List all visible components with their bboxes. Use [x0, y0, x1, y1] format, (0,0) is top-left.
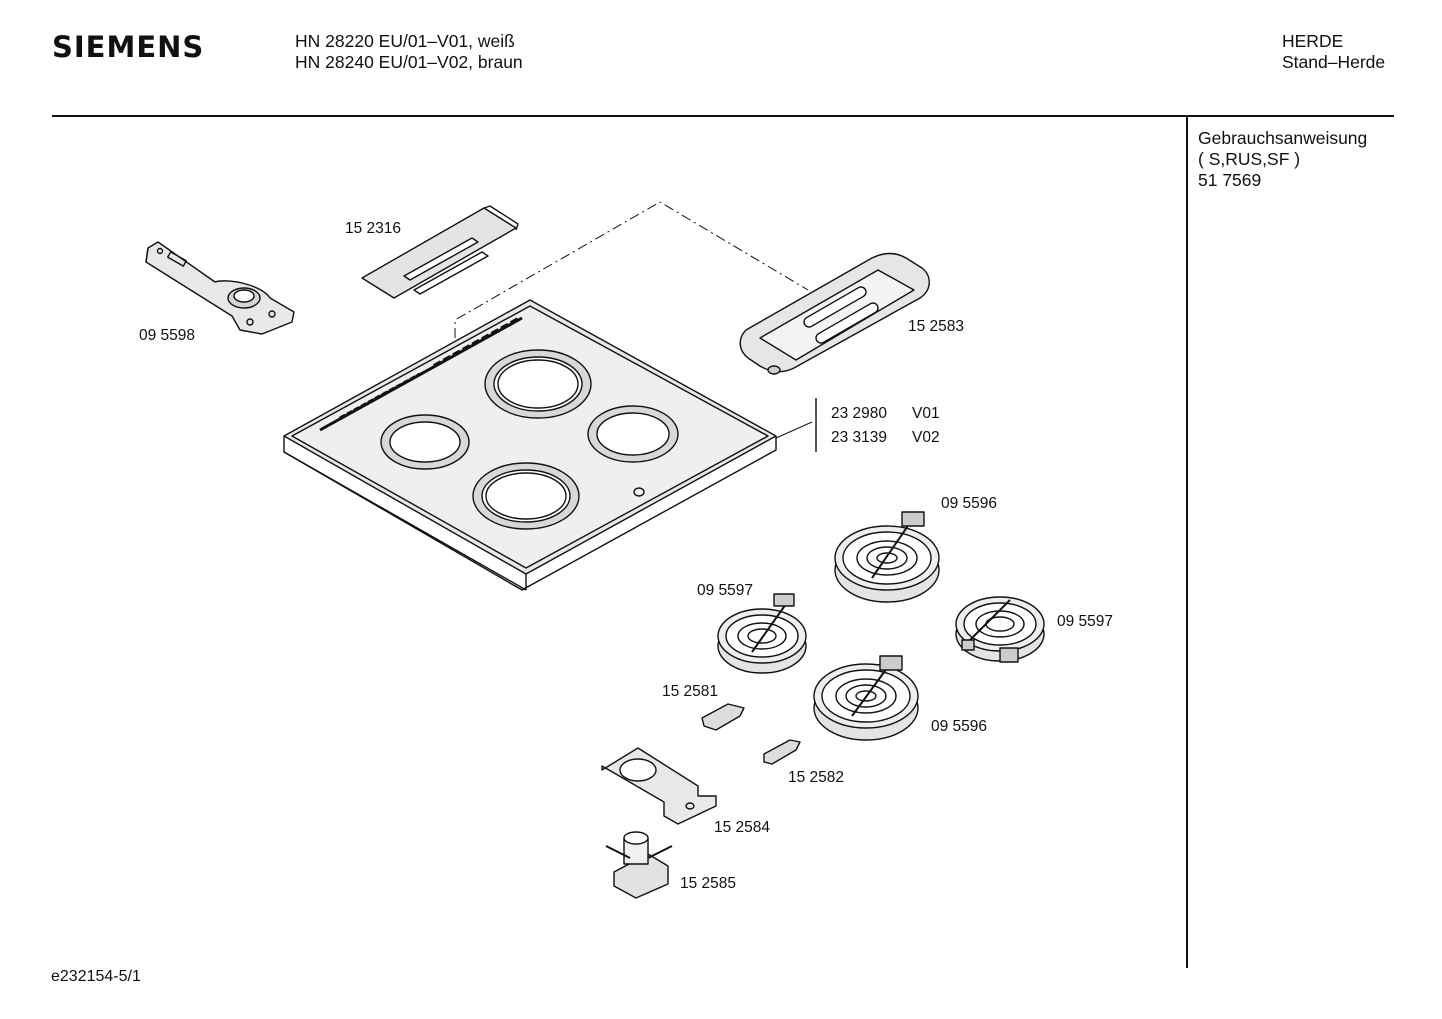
part-cooktop-glass — [283, 299, 813, 591]
part-label-095596-top: 09 5596 — [941, 495, 998, 512]
manual-title: Gebrauchsanweisung — [1198, 128, 1368, 148]
side-panel-divider — [1186, 116, 1188, 968]
variant-label-v01: V01 — [912, 405, 940, 422]
part-095598-bracket — [145, 241, 295, 335]
manual-number: 51 7569 — [1198, 170, 1262, 190]
part-095597-element-right — [955, 596, 1045, 663]
part-label-095596-bottom: 09 5596 — [931, 718, 988, 735]
brand-logo: SIEMENS — [52, 30, 205, 64]
part-label-152583: 15 2583 — [908, 318, 965, 335]
part-095596-element-top — [834, 511, 940, 603]
part-label-152585: 15 2585 — [680, 875, 737, 892]
part-095596-element-bottom — [813, 655, 919, 741]
part-152583-panel — [739, 252, 930, 375]
part-label-233139: 23 3139 — [831, 429, 888, 446]
manual-languages: ( S,RUS,SF ) — [1198, 149, 1301, 169]
part-label-152582: 15 2582 — [788, 769, 845, 786]
part-label-152316: 15 2316 — [345, 220, 402, 237]
part-152316-trim — [361, 205, 519, 299]
assembly-guide-line — [454, 201, 809, 338]
category-label: HERDE — [1282, 31, 1344, 51]
part-label-152584: 15 2584 — [714, 819, 771, 836]
document-id: e232154-5/1 — [51, 968, 141, 985]
part-152584-plate — [601, 747, 717, 825]
header-divider — [52, 115, 1394, 117]
part-152582-clip — [763, 739, 801, 765]
part-label-152581: 15 2581 — [662, 683, 719, 700]
part-095597-element-left — [717, 593, 807, 674]
model-line-2: HN 28240 EU/01–V02, braun — [295, 52, 523, 72]
subcategory-label: Stand–Herde — [1282, 52, 1386, 72]
part-152581-clip — [701, 703, 745, 731]
part-label-095597-right: 09 5597 — [1057, 613, 1114, 630]
variant-label-v02: V02 — [912, 429, 940, 446]
part-152585-switch — [605, 831, 673, 899]
part-label-095597-left: 09 5597 — [697, 582, 754, 599]
model-line-1: HN 28220 EU/01–V01, weiß — [295, 31, 515, 51]
part-label-232980: 23 2980 — [831, 405, 888, 422]
part-label-095598: 09 5598 — [139, 327, 196, 344]
